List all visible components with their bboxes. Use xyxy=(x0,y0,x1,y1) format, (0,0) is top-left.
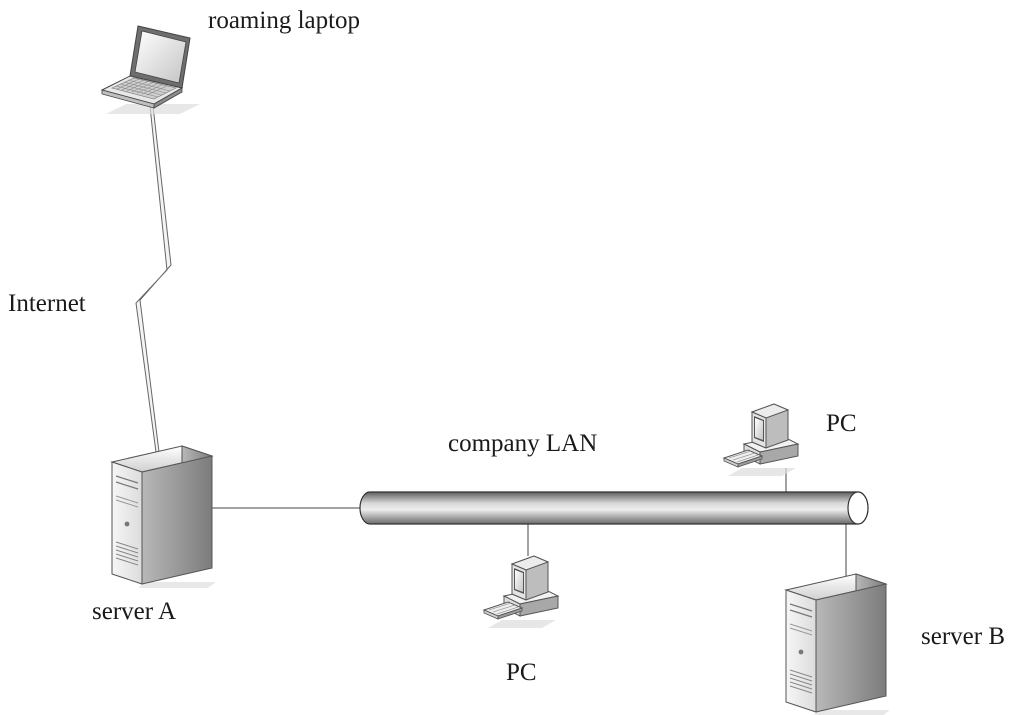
pc-upper-icon xyxy=(723,403,799,477)
laptop-icon xyxy=(101,25,201,115)
label-pc-lower: PC xyxy=(506,659,537,686)
internet-link xyxy=(135,105,172,453)
label-internet: Internet xyxy=(8,290,86,317)
label-roaming-laptop: roaming laptop xyxy=(208,7,361,34)
label-pc-upper: PC xyxy=(826,410,857,437)
company-lan-bus xyxy=(359,491,869,525)
label-server-b: server B xyxy=(921,623,1005,650)
server-a-icon xyxy=(111,445,217,589)
label-company-lan: company LAN xyxy=(448,430,598,457)
label-server-a: server A xyxy=(92,598,176,625)
pc-lower-icon xyxy=(483,555,559,629)
server-b-icon xyxy=(785,573,891,715)
